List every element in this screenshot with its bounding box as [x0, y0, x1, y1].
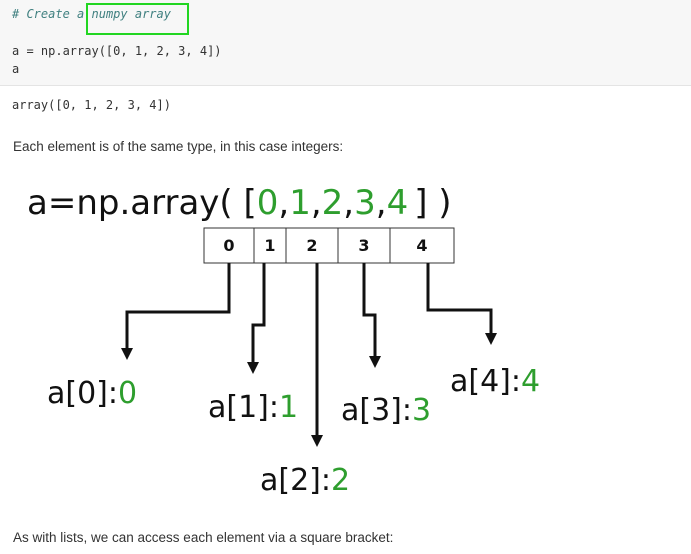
header-c1: , [311, 183, 322, 223]
header-c0: , [278, 183, 289, 223]
diagram-header: a=np.array( [0,1,2,3,4] ) [27, 183, 452, 223]
arrow-4 [426, 263, 493, 333]
arrowhead-3 [369, 356, 381, 368]
header-v3: 3 [354, 183, 376, 223]
index-label-3: 3 [358, 236, 369, 255]
header-prefix: a=np.array( [ [27, 183, 257, 223]
arrowhead-0 [121, 348, 133, 360]
array-index-diagram: a=np.array( [0,1,2,3,4] ) 0 1 2 3 4 a[0]… [27, 183, 540, 498]
arrow-0 [125, 263, 231, 348]
index-label-1: 1 [264, 236, 275, 255]
index-label-2: 2 [306, 236, 317, 255]
header-v4: 4 [387, 183, 409, 223]
code-line-a: a [12, 62, 20, 76]
code-comment-a: a [77, 7, 85, 21]
arrow-3 [362, 263, 377, 356]
element-label-1: a[1]:1 [208, 390, 298, 425]
index-label-4: 4 [416, 236, 427, 255]
element-label-3: a[3]:3 [341, 393, 431, 428]
header-c2: , [343, 183, 354, 223]
element-label-0: a[0]:0 [47, 376, 137, 411]
code-comment-prefix: # Create [12, 7, 78, 21]
arrowhead-4 [485, 333, 497, 345]
element-label-4: a[4]:4 [450, 364, 540, 399]
code-comment-line: # Create a numpy array [12, 7, 171, 21]
code-comment-rest: numpy array [84, 7, 171, 21]
header-v1: 1 [289, 183, 311, 223]
header-c3: , [376, 183, 387, 223]
arrowhead-1 [247, 362, 259, 374]
paragraph-access: As with lists, we can access each elemen… [13, 530, 394, 545]
header-suffix: ] ) [414, 183, 451, 223]
header-v0: 0 [257, 183, 279, 223]
highlight-box [86, 3, 189, 35]
header-v2: 2 [322, 183, 344, 223]
index-box-4 [389, 227, 455, 264]
arrow-1 [251, 263, 266, 362]
element-label-2: a[2]:2 [260, 463, 350, 498]
arrowhead-2 [311, 435, 323, 447]
cell-output: array([0, 1, 2, 3, 4]) [12, 98, 171, 112]
code-cell[interactable]: # Create a numpy array a = np.array([0, … [0, 0, 691, 86]
code-line-assign: a = np.array([0, 1, 2, 3, 4]) [12, 44, 222, 58]
paragraph-types: Each element is of the same type, in thi… [13, 139, 344, 154]
index-box-2 [285, 227, 339, 264]
index-label-0: 0 [223, 236, 234, 255]
